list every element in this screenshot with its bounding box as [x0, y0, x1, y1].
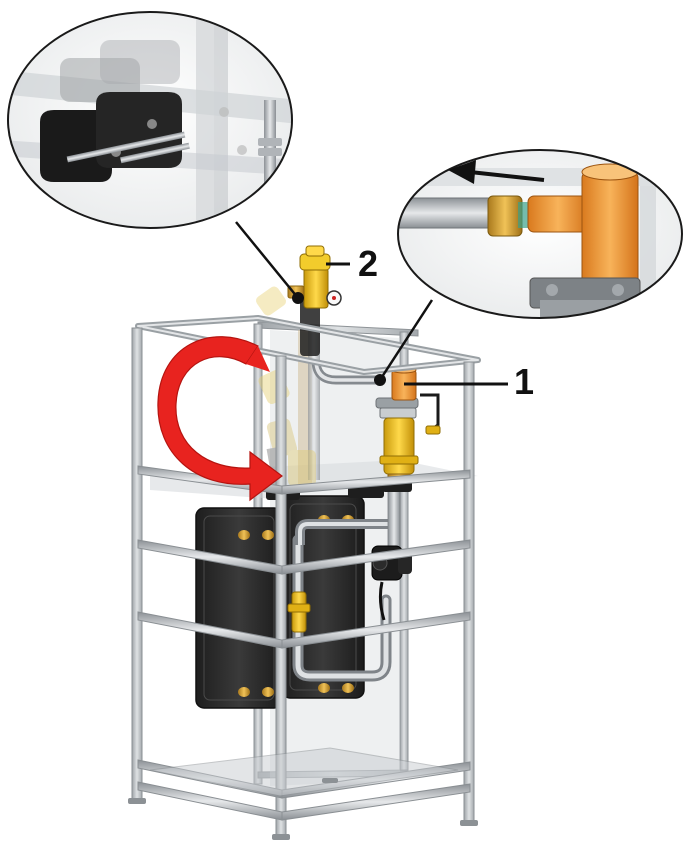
safety-valve-stack	[287, 245, 342, 356]
frame-feet	[128, 778, 478, 840]
detail-zoom-circle-right	[397, 149, 683, 319]
heat-exchanger-left	[195, 507, 283, 709]
ball-valve-lower	[287, 591, 311, 633]
callout-dot-1	[374, 374, 386, 386]
piping	[292, 330, 401, 682]
leader-lines	[235, 221, 508, 386]
callout-label-2: 2	[358, 243, 379, 284]
callout-label-1: 1	[514, 361, 535, 402]
black-flow-arrow-icon	[448, 160, 545, 184]
detail-zoom-circle-left	[7, 11, 293, 229]
red-curved-rotate-arrow-icon	[157, 336, 283, 502]
callout-dot-2	[292, 292, 304, 304]
